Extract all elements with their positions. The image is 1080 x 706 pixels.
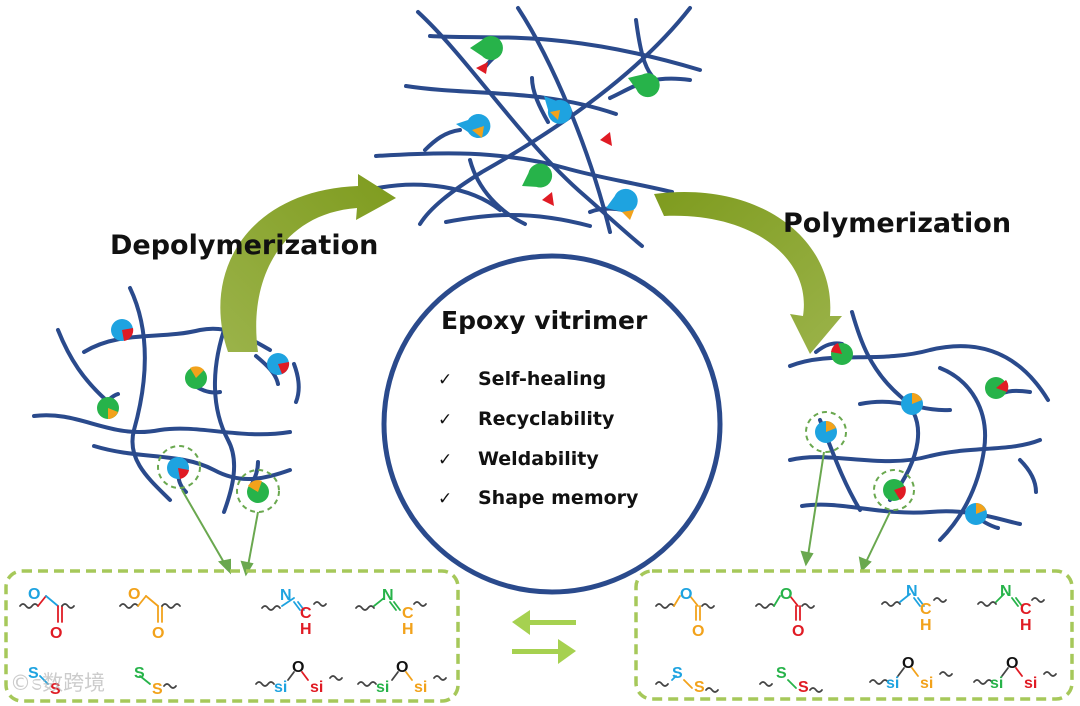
- property-item: ✓ Recyclability: [438, 408, 614, 430]
- check-icon: ✓: [438, 489, 453, 509]
- check-icon: ✓: [438, 410, 453, 430]
- center-title: Epoxy vitrimer: [441, 306, 648, 335]
- center-circle: [381, 253, 723, 595]
- right-disulfide-1-s1: S: [672, 665, 683, 682]
- property-item: ✓ Shape memory: [438, 487, 638, 509]
- watermark: ©ಽ数跨境: [10, 671, 106, 695]
- right-disulfide-1-s2: S: [694, 679, 705, 696]
- left-imine-blue-h: H: [300, 621, 312, 638]
- right-imine-green-n: N: [1000, 583, 1012, 600]
- property-label: Weldability: [478, 448, 599, 470]
- right-network: [788, 310, 1050, 542]
- top-network-moieties: [456, 36, 660, 220]
- left-siloxane-2-o: O: [396, 659, 408, 676]
- equilibrium-arrows: [512, 610, 576, 664]
- right-ester-red-o2: O: [792, 623, 804, 640]
- left-ester-red-o2: O: [50, 625, 62, 642]
- left-siloxane-2-si2: si: [414, 679, 427, 696]
- left-bond-box: [4, 569, 460, 703]
- left-siloxane-1-si2: si: [310, 679, 323, 696]
- depolymerization-label: Depolymerization: [110, 230, 379, 261]
- left-disulfide-2-s1: S: [134, 665, 145, 682]
- polymerization-label: Polymerization: [783, 208, 1012, 239]
- right-disulfide-2-s1: S: [776, 665, 787, 682]
- right-ester-orange-o2: O: [692, 623, 704, 640]
- left-disulfide-1-s1: S: [28, 665, 39, 682]
- left-disulfide-1-s2: S: [50, 681, 61, 698]
- right-siloxane-1-si1: si: [886, 675, 899, 692]
- depolymerization-arrow: [220, 174, 396, 352]
- left-imine-blue-n: N: [280, 587, 292, 604]
- check-icon: ✓: [438, 450, 453, 470]
- left-network: [32, 286, 301, 514]
- left-imine-green-c: C: [402, 605, 414, 622]
- right-imine-blue-n: N: [906, 583, 918, 600]
- right-siloxane-2-si2: si: [1024, 675, 1037, 692]
- right-imine-blue-h: H: [920, 617, 932, 634]
- left-ester-orange-o2: O: [152, 625, 164, 642]
- property-item: ✓ Weldability: [438, 448, 599, 470]
- left-box-bonds: [19, 595, 447, 689]
- left-imine-blue-c: C: [300, 605, 312, 622]
- bond-pointer-lines: [181, 451, 891, 577]
- right-network-moieties: [805, 343, 1009, 525]
- left-network-moieties: [97, 319, 290, 513]
- left-imine-green-n: N: [382, 587, 394, 604]
- left-imine-green-h: H: [402, 621, 414, 638]
- left-siloxane-1-si1: si: [274, 679, 287, 696]
- left-box-atoms: O O O O N C H N C H S S S S si O si si O…: [28, 586, 427, 698]
- right-siloxane-2-o: O: [1006, 655, 1018, 672]
- right-bond-box: [634, 569, 1074, 701]
- right-imine-green-h: H: [1020, 617, 1032, 634]
- left-ester-orange-o1: O: [128, 586, 140, 603]
- polymerization-arrow: [654, 191, 842, 354]
- property-label: Self-healing: [478, 368, 607, 390]
- right-ester-red-o1: O: [780, 586, 792, 603]
- right-imine-blue-c: C: [920, 601, 932, 618]
- right-disulfide-2-s2: S: [798, 679, 809, 696]
- right-siloxane-1-o: O: [902, 655, 914, 672]
- top-network: [374, 6, 702, 248]
- right-ester-orange-o1: O: [680, 586, 692, 603]
- check-icon: ✓: [438, 370, 453, 390]
- right-imine-green-c: C: [1020, 601, 1032, 618]
- property-label: Shape memory: [478, 487, 639, 509]
- right-siloxane-2-si1: si: [990, 675, 1003, 692]
- left-siloxane-2-si1: si: [376, 679, 389, 696]
- left-siloxane-1-o: O: [292, 659, 304, 676]
- property-label: Recyclability: [478, 408, 615, 430]
- left-ester-red-o1: O: [28, 586, 40, 603]
- left-disulfide-2-s2: S: [152, 681, 163, 698]
- right-box-atoms: O O O O N C H N C H S S S S si O si si O…: [672, 583, 1037, 696]
- right-box-bonds: [655, 593, 1057, 693]
- property-item: ✓ Self-healing: [438, 368, 606, 390]
- right-siloxane-1-si2: si: [920, 675, 933, 692]
